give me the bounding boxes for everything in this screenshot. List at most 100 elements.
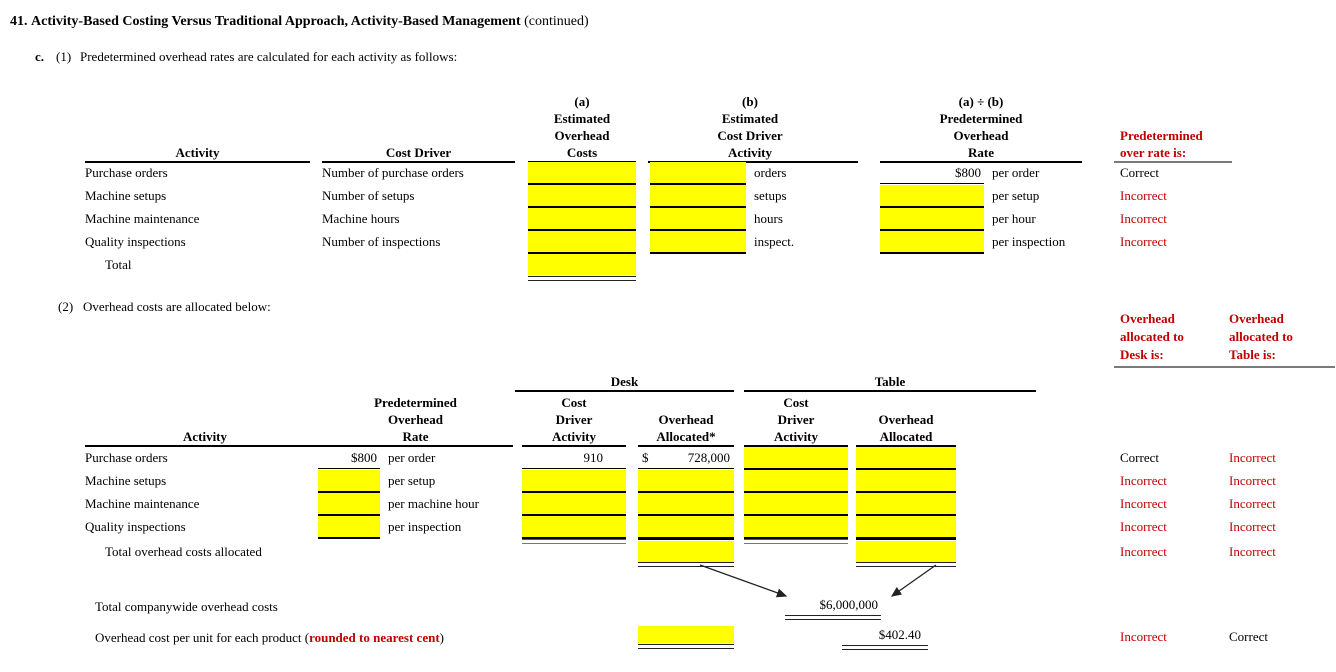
input-cell-rate-row3[interactable] xyxy=(318,493,380,516)
t1-header-a-1: (a) xyxy=(574,94,590,109)
input-cell-desk-cda-row3[interactable] xyxy=(522,493,626,516)
t2-header-desk-cda-1: Cost xyxy=(561,395,587,410)
t1-rule-status xyxy=(1114,161,1232,163)
input-cell-desk-oa-row3[interactable] xyxy=(638,493,734,516)
t1-header-rate-3: Overhead xyxy=(953,128,1009,143)
t2-table-status: Incorrect xyxy=(1229,473,1276,488)
t2-rule-rate xyxy=(318,445,513,447)
input-cell-desk-cda-row2[interactable] xyxy=(522,470,626,493)
input-cell-table-oa-total[interactable] xyxy=(856,541,956,562)
t1-status: Incorrect xyxy=(1120,234,1167,249)
per-unit-label-red: rounded to nearest cent xyxy=(309,630,440,645)
t1-rule-rate xyxy=(880,161,1082,163)
t1-header-b-2: Estimated xyxy=(721,111,779,126)
t1-b-unit: hours xyxy=(754,211,783,226)
t2-rule-desk-cda xyxy=(522,445,626,447)
t1-rate-unit: per hour xyxy=(992,211,1036,226)
t1-rule-b xyxy=(648,161,858,163)
t2-group-table: Table xyxy=(874,374,906,389)
t1-rule-activity xyxy=(85,161,310,163)
t1-header-b-4: Activity xyxy=(727,145,773,160)
companywide-double-rule xyxy=(785,615,881,620)
t2-table-status-header-1: Overhead xyxy=(1229,311,1284,326)
input-cell-desk-oa-row4[interactable] xyxy=(638,516,734,540)
t2-desk-status: Correct xyxy=(1120,450,1159,465)
t2-header-rate-3: Rate xyxy=(402,429,429,444)
input-cell-desk-per-unit[interactable] xyxy=(638,626,734,643)
per-unit-label: Overhead cost per unit for each product … xyxy=(95,627,444,648)
t2-rule-activity xyxy=(85,445,325,447)
t2-desk-status-header-1: Overhead xyxy=(1120,311,1175,326)
input-cell-rate-row4[interactable] xyxy=(318,516,380,539)
input-cell-rate-row2[interactable] xyxy=(880,185,984,208)
input-cell-table-oa-row4[interactable] xyxy=(856,516,956,540)
input-cell-table-cda-row1[interactable] xyxy=(744,447,848,470)
input-cell-rate-row2[interactable] xyxy=(318,470,380,493)
t2-rate-unit: per setup xyxy=(388,473,436,488)
table-per-unit-double-rule xyxy=(842,645,928,650)
t2-row-activity: Purchase orders xyxy=(85,450,168,465)
t2-desk-status: Incorrect xyxy=(1120,629,1167,644)
currency-symbol: $ xyxy=(642,450,649,465)
t2-header-activity: Activity xyxy=(182,429,228,444)
t2-rate-unit: per inspection xyxy=(388,519,462,534)
t1-header-a-4: Costs xyxy=(566,145,598,160)
t2-desk-status: Incorrect xyxy=(1120,496,1167,511)
input-cell-table-cda-row4[interactable] xyxy=(744,516,848,539)
problem-title: Activity-Based Costing Versus Traditiona… xyxy=(31,14,521,29)
t1-rate-value: $800 xyxy=(880,162,984,184)
t2-group-desk-rule xyxy=(515,390,734,392)
input-cell-rate-row4[interactable] xyxy=(880,231,984,254)
t2-header-table-cda-1: Cost xyxy=(783,395,809,410)
input-cell-table-cda-row3[interactable] xyxy=(744,493,848,516)
input-cell-estimated-overhead-row2[interactable] xyxy=(528,185,636,208)
t2-table-status: Incorrect xyxy=(1229,519,1276,534)
input-cell-table-oa-row1[interactable] xyxy=(856,447,956,470)
t2-header-desk-cda-3: Activity xyxy=(551,429,597,444)
desk-allocation-arrow xyxy=(699,564,788,598)
input-cell-estimated-overhead-row1[interactable] xyxy=(528,162,636,185)
input-cell-estimated-overhead-row4[interactable] xyxy=(528,231,636,255)
input-cell-estimated-overhead-total[interactable] xyxy=(528,254,636,275)
input-cell-cost-driver-activity-row1[interactable] xyxy=(650,162,746,185)
input-cell-cost-driver-activity-row2[interactable] xyxy=(650,185,746,208)
input-cell-table-oa-row3[interactable] xyxy=(856,493,956,516)
input-cell-desk-cda-row4[interactable] xyxy=(522,516,626,539)
t1-status: Incorrect xyxy=(1120,211,1167,226)
t1-status: Correct xyxy=(1120,165,1159,180)
table-per-unit-value: $402.40 xyxy=(878,627,921,642)
t1-row-activity: Purchase orders xyxy=(85,165,168,180)
t1-header-a-3: Overhead xyxy=(554,128,610,143)
t2-header-rate-2: Overhead xyxy=(388,412,443,427)
table-allocation-arrow xyxy=(890,564,937,597)
input-cell-table-oa-row2[interactable] xyxy=(856,470,956,493)
input-cell-desk-oa-row2[interactable] xyxy=(638,470,734,493)
t1-row-cost-driver: Machine hours xyxy=(322,211,400,226)
t1-rule-cost-driver xyxy=(322,161,515,163)
t2-desk-status: Incorrect xyxy=(1120,544,1167,559)
t1-b-unit: orders xyxy=(754,165,787,180)
t1-rate-unit: per order xyxy=(992,165,1040,180)
input-cell-rate-row3[interactable] xyxy=(880,208,984,231)
input-cell-table-cda-row2[interactable] xyxy=(744,470,848,493)
t2-table-status: Incorrect xyxy=(1229,544,1276,559)
input-cell-desk-oa-total[interactable] xyxy=(638,541,734,562)
t1-header-cost-driver: Cost Driver xyxy=(385,145,452,160)
t1-header-rate-1: (a) ÷ (b) xyxy=(958,94,1004,109)
t1-row-activity: Machine maintenance xyxy=(85,211,200,226)
input-cell-estimated-overhead-row3[interactable] xyxy=(528,208,636,231)
t2-desk-status-header-2: allocated to xyxy=(1120,329,1184,344)
t2-table-status: Correct xyxy=(1229,629,1268,644)
t2-desk-cda-value: 910 xyxy=(522,447,626,469)
t2-table-total-double-rule xyxy=(856,562,956,567)
t1-header-activity: Activity xyxy=(175,145,220,160)
input-cell-cost-driver-activity-row3[interactable] xyxy=(650,208,746,231)
t2-header-desk-cda-2: Driver xyxy=(555,412,593,427)
t1-row-cost-driver: Number of inspections xyxy=(322,234,441,249)
amount: 728,000 xyxy=(687,450,730,465)
input-cell-cost-driver-activity-row4[interactable] xyxy=(650,231,746,254)
t2-rate-unit: per order xyxy=(388,450,436,465)
t2-header-rate-1: Predetermined xyxy=(374,395,457,410)
t1-header-rate-2: Predetermined xyxy=(939,111,1023,126)
